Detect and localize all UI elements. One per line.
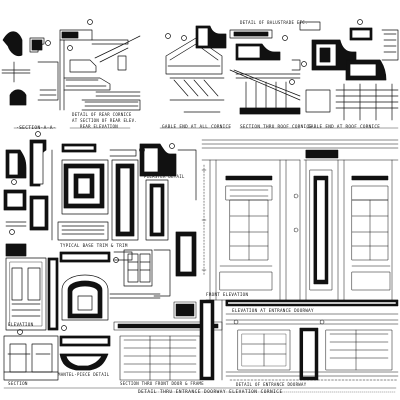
label-section-rear-elev: AT SECTION OF REAR ELEV.: [72, 118, 137, 123]
label-front-elevation: FRONT ELEVATION: [206, 292, 249, 297]
label-door-elevation: ELEVATION AT ENTRANCE DOORWAY: [232, 308, 314, 313]
label-gable-end-2: GABLE END AT ROOF CORNICE: [308, 125, 381, 130]
label-front-door-section: SECTION THRU FRONT DOOR & FRAME: [120, 381, 204, 386]
label-mantel-detail: MANTEL-PIECE DETAIL: [58, 372, 110, 377]
label-detail-rear-cornice: DETAIL OF REAR CORNICE: [72, 112, 132, 117]
doorway-elevation-bottom-left: [3, 257, 59, 381]
label-section-roof-cornice: SECTION THRU ROOF CORNICE: [240, 125, 313, 130]
arch-and-mantel-detail: [59, 249, 171, 371]
cornice-profile-top-left: [1, 31, 59, 106]
doorway-section-bottom: [113, 299, 223, 381]
gable-end-cornice: [165, 25, 227, 113]
front-elevation-drawing: [201, 139, 399, 301]
label-pilaster-detail: PILASTER DETAIL: [144, 174, 185, 179]
entrance-doorway-long-section: [225, 299, 399, 381]
molding-profiles-left: [3, 131, 53, 257]
label-gable-end-1: GABLE END AT ALL CORNICE: [162, 125, 232, 130]
label-elevation-bottom-left: ELEVATION: [8, 322, 34, 327]
label-top-right: DETAIL OF BALUSTRADE ETC.: [240, 20, 308, 25]
roof-cornice-section: [229, 29, 301, 115]
trim-profiles-center: [57, 143, 197, 277]
label-section-a: ·SECTION·A-A·: [16, 126, 56, 131]
cornice-detail-rear: [59, 19, 141, 111]
label-typical-base-trim: TYPICAL BASE TRIM & TRIM: [60, 243, 128, 248]
label-rear-elevation: REAR ELEVATION: [80, 124, 118, 129]
label-section-bottom-left: SECTION: [8, 381, 28, 386]
label-bottom-caption: DETAIL THRU ENTRANCE DOORWAY ELEVATION C…: [138, 390, 283, 395]
top-right-cornice-detail: [299, 19, 399, 121]
label-detail-of-doorway: DETAIL OF ENTRANCE DOORWAY: [236, 382, 307, 387]
